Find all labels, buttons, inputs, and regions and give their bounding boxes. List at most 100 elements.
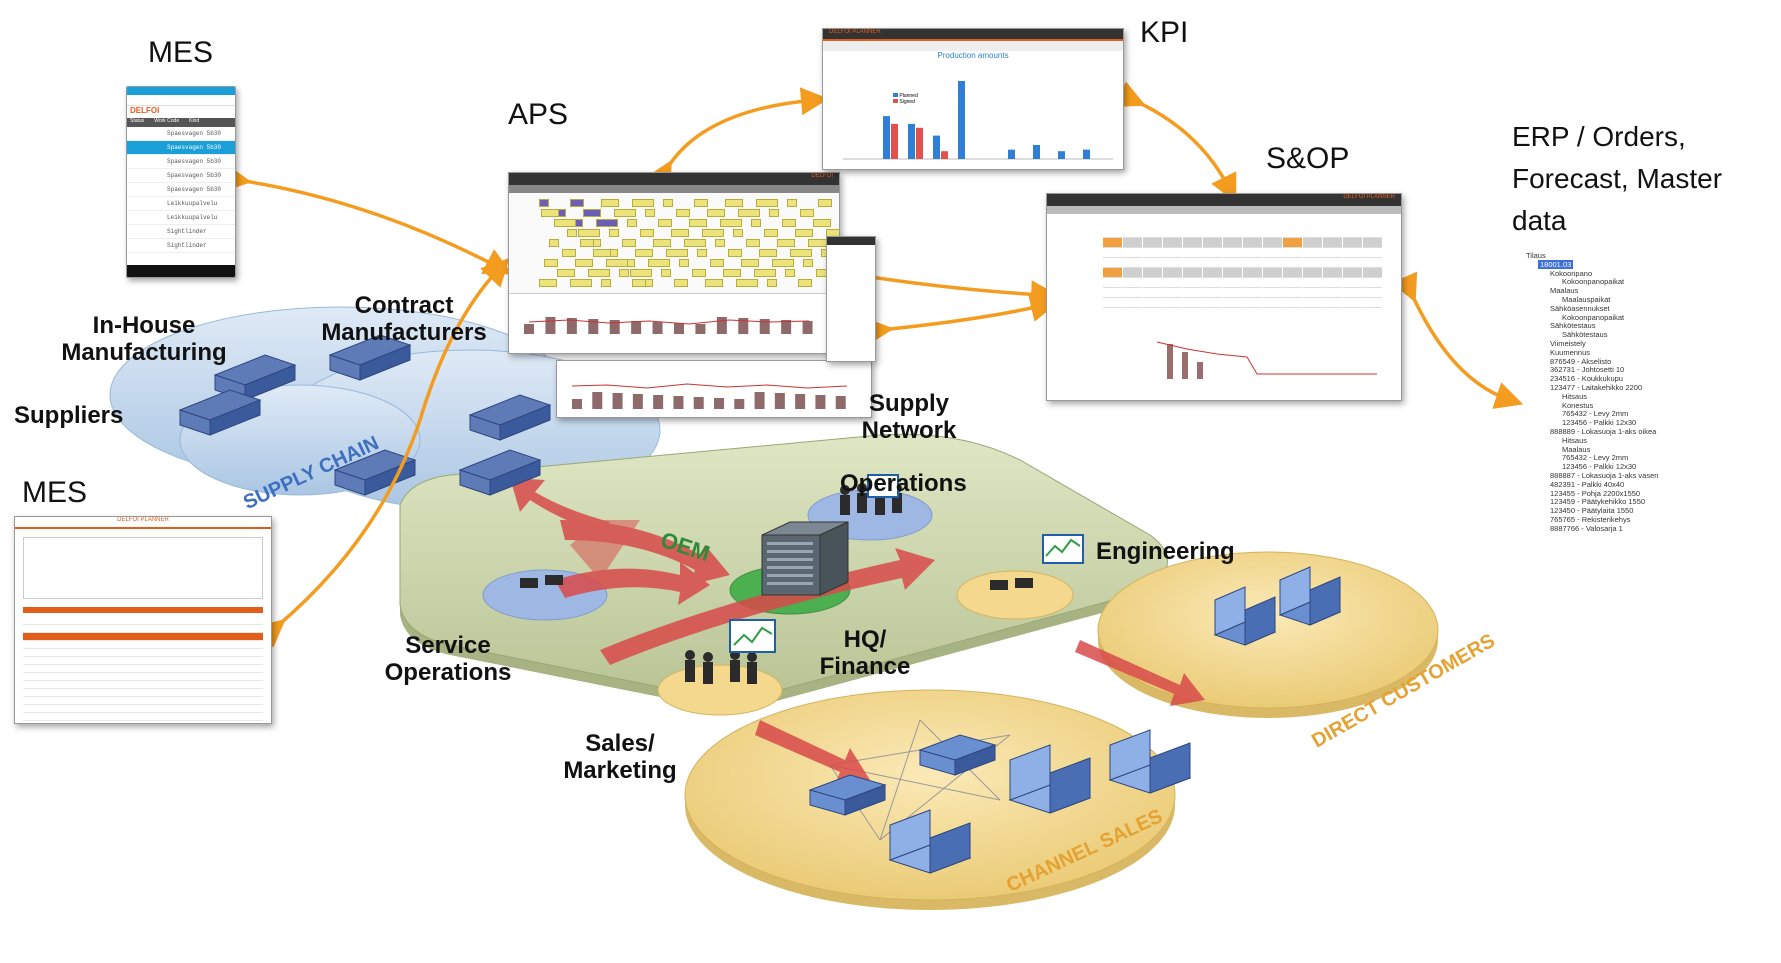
gantt-bar[interactable] xyxy=(759,249,777,257)
tree-node[interactable]: Sähkötestaus xyxy=(1526,330,1776,340)
sop-grid-cell[interactable] xyxy=(1183,248,1202,258)
tree-node[interactable]: Kuumennus xyxy=(1526,348,1776,358)
sop-grid-cell[interactable] xyxy=(1183,268,1202,278)
sop-grid-cell[interactable] xyxy=(1203,278,1222,288)
gantt-bar[interactable] xyxy=(635,249,653,257)
gantt-bar[interactable] xyxy=(580,239,594,247)
sop-grid-cell[interactable] xyxy=(1283,298,1302,308)
gantt-bar[interactable] xyxy=(619,269,629,277)
tree-node[interactable]: 123456 - Palkki 12x30 xyxy=(1526,462,1776,472)
gantt-bar[interactable] xyxy=(707,209,725,217)
desktop-mes-row[interactable] xyxy=(23,721,263,723)
sop-grid-cell[interactable] xyxy=(1123,278,1142,288)
sop-grid-cell[interactable] xyxy=(1143,278,1162,288)
mobile-row[interactable]: Spaesvagen 5b30 xyxy=(127,141,235,155)
sop-grid-cell[interactable] xyxy=(1123,238,1142,248)
gantt-bar[interactable] xyxy=(539,199,549,207)
gantt-bar[interactable] xyxy=(658,219,672,227)
sop-grid-cell[interactable] xyxy=(1183,288,1202,298)
gantt-bar[interactable] xyxy=(622,239,636,247)
mobile-row[interactable]: Leikkuupalvelu xyxy=(127,197,235,211)
desktop-mes-row[interactable] xyxy=(23,617,263,625)
sop-grid-cell[interactable] xyxy=(1323,288,1342,298)
sop-grid-cell[interactable] xyxy=(1243,228,1262,238)
mobile-row[interactable]: Spaesvagen 5b30 xyxy=(127,183,235,197)
gantt-bar[interactable] xyxy=(733,229,743,237)
sop-grid-cell[interactable] xyxy=(1243,298,1262,308)
desktop-mes-row[interactable] xyxy=(23,705,263,713)
gantt-bar[interactable] xyxy=(756,199,778,207)
mobile-row[interactable]: Leikkuupalvelu xyxy=(127,211,235,225)
tree-node[interactable]: 876549 - Akselisto xyxy=(1526,357,1776,367)
gantt-bar[interactable] xyxy=(738,209,760,217)
tree-node[interactable]: Hitsaus xyxy=(1526,392,1776,402)
sop-grid-cell[interactable] xyxy=(1123,288,1142,298)
gantt-bar[interactable] xyxy=(728,249,742,257)
sop-grid-cell[interactable] xyxy=(1223,238,1242,248)
gantt-bar[interactable] xyxy=(679,259,689,267)
gantt-bar[interactable] xyxy=(606,259,628,267)
sop-grid-cell[interactable] xyxy=(1343,298,1362,308)
gantt-bar[interactable] xyxy=(554,219,576,227)
tree-node[interactable]: 123456 - Palkki 12x30 xyxy=(1526,418,1776,428)
gantt-bar[interactable] xyxy=(702,229,724,237)
sop-grid-cell[interactable] xyxy=(1243,238,1262,248)
tree-node[interactable]: Viimeistely xyxy=(1526,339,1776,349)
sop-grid-cell[interactable] xyxy=(1263,278,1282,288)
sop-grid-cell[interactable] xyxy=(1183,298,1202,308)
sop-grid-cell[interactable] xyxy=(1203,228,1222,238)
sop-grid-cell[interactable] xyxy=(1123,298,1142,308)
sop-grid-cell[interactable] xyxy=(1283,248,1302,258)
gantt-bar[interactable] xyxy=(785,269,795,277)
tree-node[interactable]: 765765 - Rekisterikehys xyxy=(1526,515,1776,525)
gantt-bar[interactable] xyxy=(539,279,557,287)
desktop-mes-row[interactable] xyxy=(23,665,263,673)
sop-grid-cell[interactable] xyxy=(1163,298,1182,308)
gantt-bar[interactable] xyxy=(769,209,779,217)
tree-node[interactable]: Konestus xyxy=(1526,401,1776,411)
sop-grid-cell[interactable] xyxy=(1343,268,1362,278)
gantt-bar[interactable] xyxy=(705,279,723,287)
sop-grid-cell[interactable] xyxy=(1303,268,1322,278)
sop-grid-cell[interactable] xyxy=(1143,298,1162,308)
gantt-bar[interactable] xyxy=(710,259,724,267)
sop-grid-cell[interactable] xyxy=(1283,268,1302,278)
sop-grid-cell[interactable] xyxy=(1223,278,1242,288)
gantt-bar[interactable] xyxy=(813,219,831,227)
gantt-bar[interactable] xyxy=(764,229,778,237)
gantt-bar[interactable] xyxy=(557,269,575,277)
sop-grid-cell[interactable] xyxy=(1343,238,1362,248)
sop-grid-cell[interactable] xyxy=(1263,258,1282,268)
sop-grid-cell[interactable] xyxy=(1243,278,1262,288)
tree-node[interactable]: Kokoonpano xyxy=(1526,269,1776,279)
gantt-bar[interactable] xyxy=(570,199,584,207)
sop-grid-cell[interactable] xyxy=(1223,268,1242,278)
sop-grid-cell[interactable] xyxy=(1343,288,1362,298)
sop-grid-cell[interactable] xyxy=(1123,248,1142,258)
gantt-bar[interactable] xyxy=(575,259,593,267)
sop-grid-cell[interactable] xyxy=(1363,268,1382,278)
gantt-bar[interactable] xyxy=(800,209,814,217)
gantt-bar[interactable] xyxy=(570,279,592,287)
tree-node[interactable]: 888889 - Lokasuoja 1-aks oikea xyxy=(1526,427,1776,437)
sop-grid-cell[interactable] xyxy=(1183,238,1202,248)
sop-grid-cell[interactable] xyxy=(1303,258,1322,268)
sop-grid-cell[interactable] xyxy=(1203,248,1222,258)
sop-grid-cell[interactable] xyxy=(1303,298,1322,308)
sop-grid-cell[interactable] xyxy=(1263,248,1282,258)
tree-node[interactable]: Maalaus xyxy=(1526,286,1776,296)
sop-grid-cell[interactable] xyxy=(1363,248,1382,258)
tree-node[interactable]: Sähkötestaus xyxy=(1526,321,1776,331)
gantt-bar[interactable] xyxy=(674,279,688,287)
tree-node[interactable]: 123477 - Laitakehikko 2200 xyxy=(1526,383,1776,393)
tree-node[interactable]: 362731 - Johtosetti 10 xyxy=(1526,365,1776,375)
mobile-row[interactable]: Spaesvagen 5b30 xyxy=(127,169,235,183)
gantt-bar[interactable] xyxy=(544,259,558,267)
gantt-bar[interactable] xyxy=(653,239,671,247)
sop-grid-cell[interactable] xyxy=(1143,238,1162,248)
mobile-row[interactable]: Sightlinder xyxy=(127,225,235,239)
sop-grid-cell[interactable] xyxy=(1303,228,1322,238)
gantt-bar[interactable] xyxy=(720,219,742,227)
sop-grid-cell[interactable] xyxy=(1363,228,1382,238)
tree-node[interactable]: Kokoonpanopaikat xyxy=(1526,313,1776,323)
